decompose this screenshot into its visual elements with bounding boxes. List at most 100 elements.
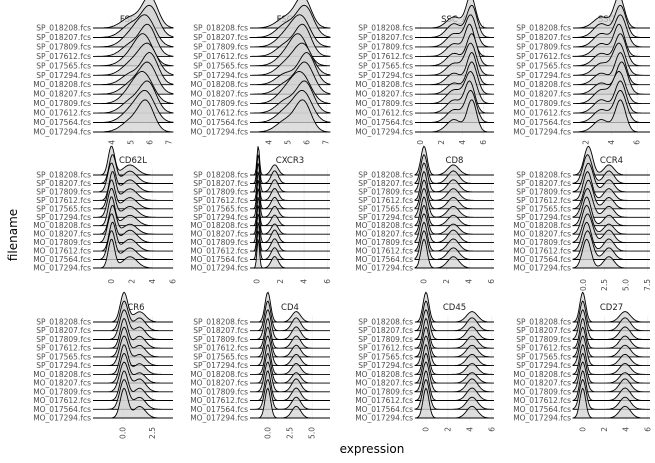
density-ridge (93, 361, 173, 393)
file-label: MO_018208.fcs (355, 80, 413, 89)
file-label: MO_017612.fcs (33, 247, 91, 256)
file-label: SP_018208.fcs (516, 171, 571, 180)
x-tick-label: 4 (300, 279, 309, 284)
file-label: SP_017612.fcs (358, 196, 413, 205)
file-label: MO_017809.fcs (190, 238, 248, 247)
x-tick-label: 4 (607, 140, 616, 145)
panel-cxcr3: CXCR3SP_018208.fcsSP_018207.fcsSP_017809… (190, 146, 332, 284)
panel-fsc_a: FSC_ASP_018208.fcsSP_018207.fcsSP_017809… (33, 0, 174, 145)
file-label: MO_017294.fcs (513, 414, 571, 423)
density-ridge (250, 230, 330, 260)
density-ridge (250, 179, 330, 210)
file-label: SP_017565.fcs (36, 204, 91, 213)
file-label: MO_017809.fcs (355, 387, 413, 396)
file-label: SP_017294.fcs (516, 361, 571, 370)
file-label: MO_017294.fcs (190, 414, 248, 423)
file-label: MO_018207.fcs (513, 379, 571, 388)
file-label: SP_018207.fcs (193, 33, 248, 42)
x-tick-label: 2 (128, 279, 137, 284)
panel-title: CD4 (281, 303, 299, 313)
x-tick-label: 2 (581, 140, 590, 145)
file-label: SP_018208.fcs (516, 318, 571, 327)
density-ridge (414, 326, 494, 358)
panel-title: CD8 (446, 156, 464, 166)
file-label: MO_018207.fcs (355, 90, 413, 99)
file-label: MO_017809.fcs (355, 238, 413, 247)
file-label: SP_017809.fcs (36, 187, 91, 196)
panel-title: CCR4 (600, 156, 623, 166)
file-label: MO_017564.fcs (33, 118, 91, 127)
file-label: MO_018207.fcs (33, 379, 91, 388)
file-label: MO_017294.fcs (355, 414, 413, 423)
x-tick-label: 7 (165, 140, 174, 145)
density-ridge (250, 188, 330, 218)
density-ridge (250, 387, 330, 419)
file-label: MO_018208.fcs (190, 221, 248, 230)
file-label: MO_017564.fcs (513, 405, 571, 414)
file-label: MO_017612.fcs (355, 109, 413, 118)
density-ridge (573, 42, 650, 76)
file-label: SP_018208.fcs (193, 171, 248, 180)
file-label: MO_017564.fcs (513, 118, 571, 127)
file-label: MO_018207.fcs (355, 379, 413, 388)
file-label: SP_017294.fcs (193, 361, 248, 370)
panel-title: CXCR3 (276, 156, 304, 166)
panel-cd4: CD4SP_018208.fcsSP_018207.fcsSP_017809.f… (190, 291, 330, 439)
x-tick-label: 0 (416, 140, 425, 145)
x-tick-label: 0.0 (263, 427, 272, 439)
file-label: MO_017564.fcs (355, 118, 413, 127)
file-label: SP_017809.fcs (516, 335, 571, 344)
file-label: SP_018208.fcs (358, 318, 413, 327)
file-label: SP_017809.fcs (193, 335, 248, 344)
file-label: MO_017294.fcs (190, 128, 248, 137)
panel-ssc_a: SSC_ASP_018208.fcsSP_018207.fcsSP_017809… (355, 0, 495, 145)
file-label: MO_018208.fcs (33, 80, 91, 89)
panel-fsc_h: FSC_HSP_018208.fcsSP_018207.fcsSP_017809… (190, 0, 331, 145)
density-ridge (414, 291, 494, 323)
file-label: MO_017294.fcs (190, 264, 248, 273)
x-tick-label: 0 (107, 279, 116, 284)
x-tick-label: 0 (420, 279, 429, 284)
density-ridge (415, 99, 494, 133)
file-label: MO_018207.fcs (513, 90, 571, 99)
file-label: MO_017564.fcs (190, 405, 248, 414)
file-label: SP_018207.fcs (36, 33, 91, 42)
file-label: SP_017809.fcs (36, 335, 91, 344)
file-label: MO_017294.fcs (355, 128, 413, 137)
density-ridge (250, 205, 330, 235)
file-label: SP_018208.fcs (36, 318, 91, 327)
file-label: MO_017294.fcs (33, 264, 91, 273)
y-axis-title: filename (6, 209, 20, 261)
density-ridge (573, 0, 650, 29)
file-label: MO_018207.fcs (355, 230, 413, 239)
file-label: SP_018207.fcs (516, 326, 571, 335)
file-label: SP_017809.fcs (358, 42, 413, 51)
file-label: MO_017294.fcs (355, 264, 413, 273)
density-ridge (414, 370, 494, 401)
file-label: MO_017564.fcs (33, 255, 91, 264)
file-label: SP_017612.fcs (358, 52, 413, 61)
density-ridge (414, 343, 494, 375)
density-ridge (250, 163, 330, 193)
file-label: MO_017564.fcs (190, 255, 248, 264)
file-label: MO_017612.fcs (33, 396, 91, 405)
density-ridge (414, 387, 494, 419)
x-tick-label: 4 (108, 140, 117, 145)
file-label: MO_018208.fcs (355, 221, 413, 230)
file-label: SP_017294.fcs (36, 213, 91, 222)
x-tick-label: 0 (253, 279, 262, 284)
file-label: MO_017809.fcs (355, 99, 413, 108)
density-ridge (93, 238, 173, 269)
file-label: SP_018207.fcs (193, 179, 248, 188)
file-label: MO_018207.fcs (33, 90, 91, 99)
x-tick-label: 4 (148, 279, 157, 284)
file-label: SP_018208.fcs (36, 24, 91, 33)
density-ridge (93, 344, 173, 375)
file-label: SP_017809.fcs (358, 187, 413, 196)
file-label: SP_017294.fcs (36, 361, 91, 370)
file-label: MO_017294.fcs (33, 128, 91, 137)
file-label: MO_017612.fcs (355, 247, 413, 256)
x-tick-label: 4 (465, 427, 474, 432)
density-ridge (250, 239, 330, 269)
